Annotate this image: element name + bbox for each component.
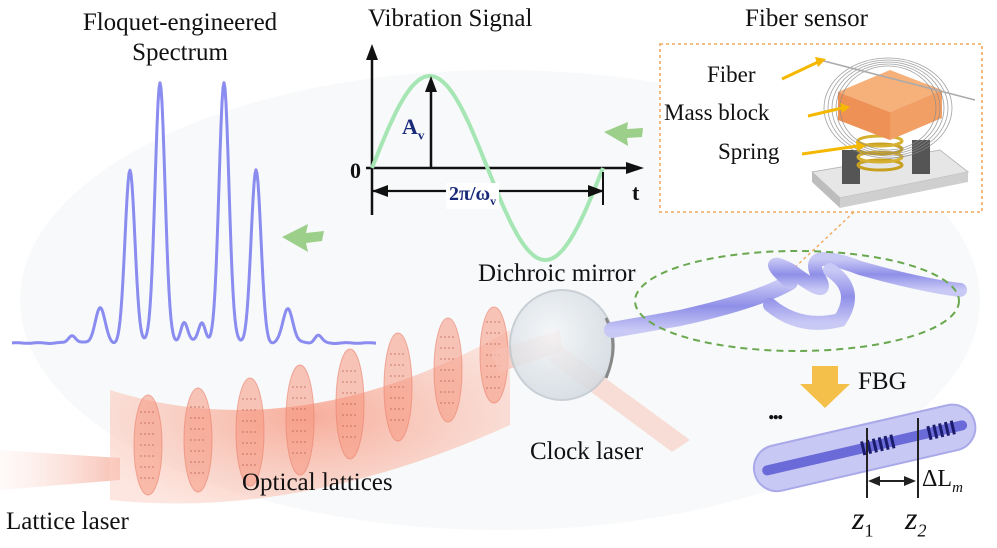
amplitude-label: Av [402, 114, 424, 143]
fiber-sensor-title: Fiber sensor [745, 5, 868, 32]
ellipsis-label: ... [768, 396, 783, 425]
spectrum-title-line-2: Spectrum [132, 39, 228, 66]
callout-arrows [781, 57, 866, 156]
mass-block-top [838, 70, 942, 112]
period-arrowhead-right [588, 185, 604, 197]
mass-block-left [838, 92, 890, 140]
amplitude-symbol: A [402, 114, 418, 139]
dichroic-mirror-label: Dichroic mirror [478, 260, 636, 287]
fiber-label: Fiber [707, 62, 756, 87]
fiber-strand [819, 59, 976, 101]
z1-subscript: 1 [864, 520, 874, 541]
lattice-disk [183, 387, 213, 493]
sensor-pillar-left [842, 150, 860, 184]
spectrum-title: Floquet-engineered Spectrum [40, 8, 320, 68]
vibration-title: Vibration Signal [368, 5, 533, 32]
period-label: 2π/ωv [446, 183, 500, 209]
z1-symbol: z [852, 500, 865, 536]
dichroic-mirror [509, 289, 615, 401]
lattice-disks [133, 306, 509, 496]
flow-arrow-signal-to-sensor [604, 122, 643, 146]
lattice-disk [133, 394, 163, 496]
lattice-laser-label: Lattice laser [6, 508, 129, 535]
lattice-laser-beam [0, 450, 120, 490]
box-leader-line [789, 211, 855, 273]
lattice-disk [433, 317, 463, 423]
y-axis-arrowhead [366, 44, 378, 60]
axis-t-label: t [632, 180, 640, 205]
delta-l-arrowhead-right [904, 476, 916, 486]
sensor-base-side [812, 172, 840, 208]
mass-block-right [890, 90, 942, 140]
mass-block-label: Mass block [664, 100, 770, 125]
period-symbol: 2π/ω [449, 183, 491, 205]
spring-label: Spring [718, 139, 780, 164]
lattice-disk [285, 364, 315, 476]
fiber-lead [604, 274, 798, 338]
delta-l-arrowhead-left [868, 476, 880, 486]
amplitude-arrowhead [425, 76, 437, 92]
fiber-loop-ring [763, 263, 855, 330]
fbg-label: FBG [858, 368, 907, 395]
lattice-disk [235, 377, 265, 487]
fiber-loop [768, 251, 967, 297]
flow-arrow-spectrum-to-signal [282, 224, 324, 252]
z2-label: z2 [905, 500, 926, 541]
lattice-disk [383, 332, 413, 442]
sensor-base-front [840, 172, 968, 208]
z2-symbol: z [905, 500, 918, 536]
delta-l-label: ΔLm [922, 466, 963, 497]
spectrum-title-line-1: Floquet-engineered [82, 9, 278, 36]
fbg-fiber [752, 403, 977, 493]
amplitude-subscript: v [417, 127, 425, 143]
period-arrowhead-left [372, 185, 388, 197]
lattice-disk [335, 348, 365, 460]
optical-lattices-label: Optical lattices [242, 469, 393, 496]
delta-l-subscript: m [952, 479, 963, 496]
vibration-sine-wave [370, 73, 605, 263]
x-axis-arrowhead [626, 162, 644, 174]
spectrum-curve [11, 81, 377, 345]
z2-subscript: 2 [917, 520, 927, 541]
clock-laser-label: Clock laser [530, 438, 644, 465]
fbg-arrow [800, 366, 850, 408]
axis-zero-label: 0 [350, 158, 361, 183]
delta-l-symbol: ΔL [922, 466, 953, 492]
z1-label: z1 [852, 500, 873, 541]
period-subscript: v [490, 194, 497, 208]
fiber-highlight-ellipse [634, 250, 960, 352]
